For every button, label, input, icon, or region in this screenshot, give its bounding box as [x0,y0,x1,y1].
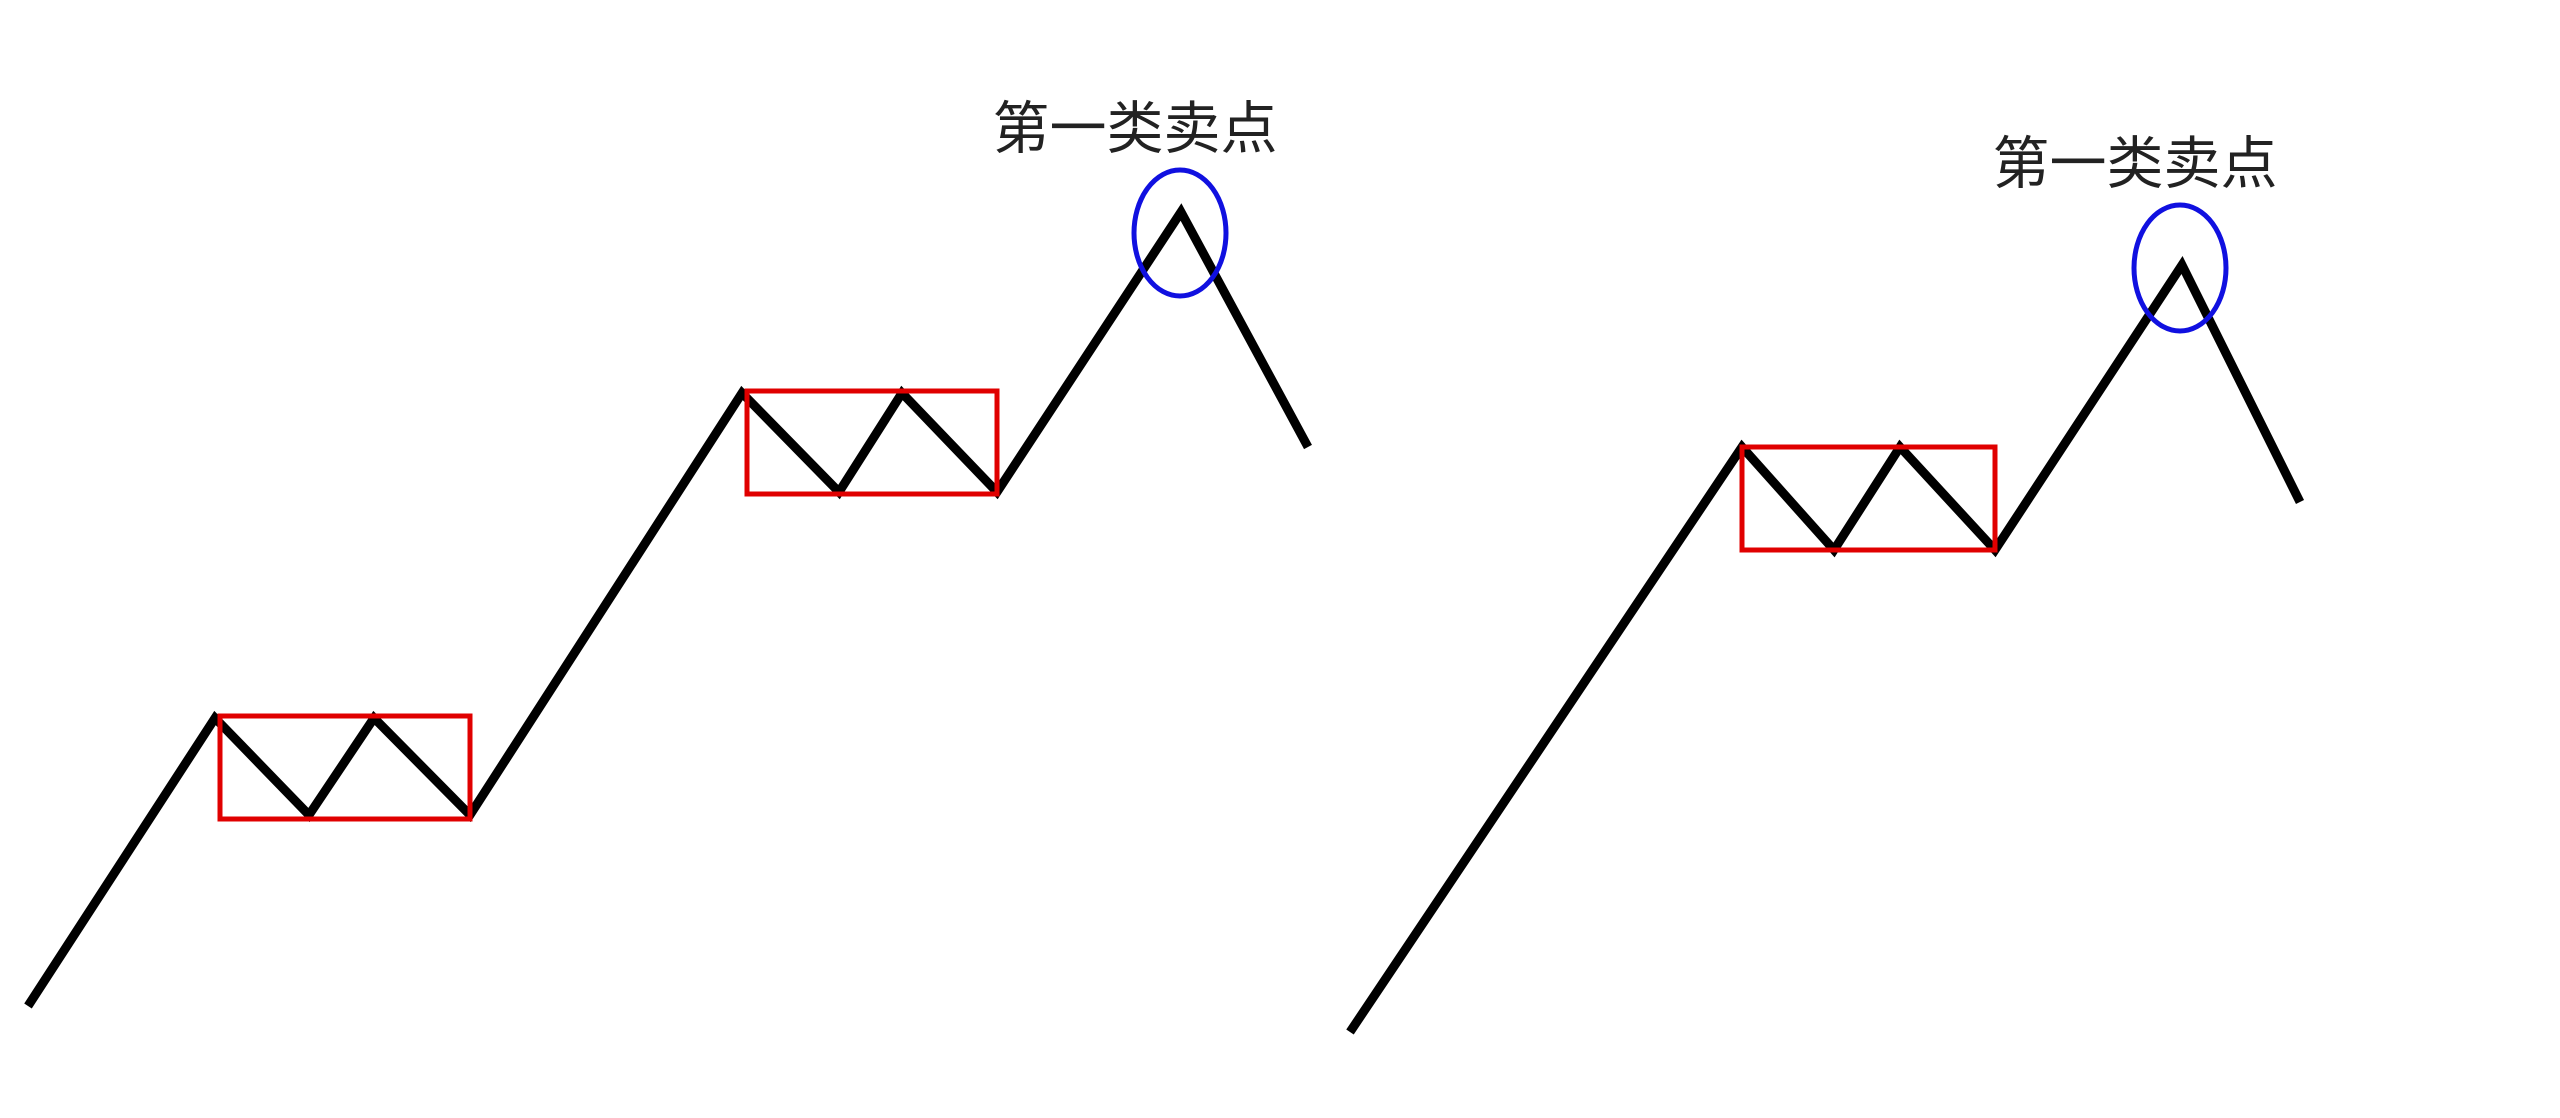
left-consolidation-box-1 [217,713,473,822]
right-sell-point-label: 第一类卖点 [1993,131,2278,197]
left-price-path [24,203,1312,1009]
right-sell-point-marker [2131,202,2229,334]
left-sell-point-marker [1131,167,1229,299]
right-consolidation-box [1739,444,1998,553]
left-consolidation-box-2 [744,388,1000,497]
left-trend-diagram: 第一类卖点 [24,96,1312,1009]
left-sell-point-label: 第一类卖点 [993,96,1278,162]
right-price-path [1346,255,2305,1035]
right-trend-diagram: 第一类卖点 [1346,131,2305,1035]
